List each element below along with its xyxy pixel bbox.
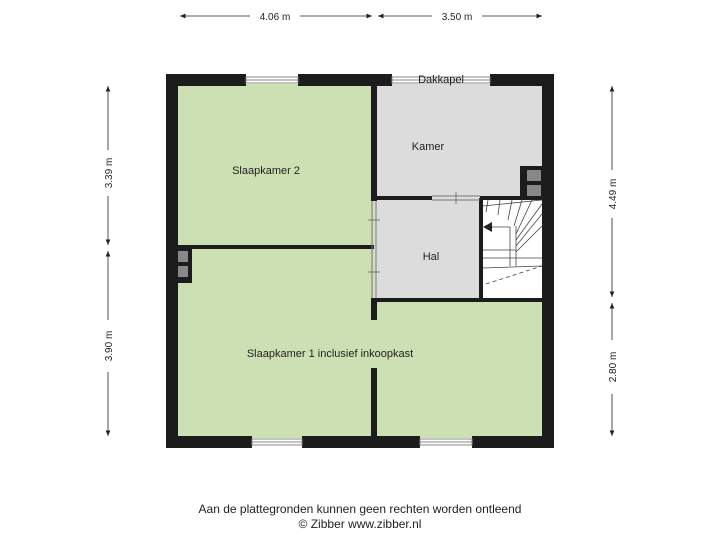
stairs xyxy=(482,199,543,285)
exterior-walls xyxy=(166,74,554,448)
room-slaapkamer-1 xyxy=(176,247,374,438)
floor-plan: Slaapkamer 2 Kamer Hal Slaapkamer 1 incl… xyxy=(104,12,619,448)
label-slaapkamer-1: Slaapkamer 1 inclusief inkoopkast xyxy=(247,348,413,360)
room-hal xyxy=(374,198,482,302)
dim-top-left: 4.06 m xyxy=(260,12,291,23)
room-slaapkamer-2 xyxy=(176,84,374,247)
label-dakkapel: Dakkapel xyxy=(418,74,464,86)
dim-left-top: 3.39 m xyxy=(104,158,115,189)
dim-top-right: 3.50 m xyxy=(442,12,473,23)
doors xyxy=(368,192,480,298)
disclaimer-text: Aan de plattegronden kunnen geen rechten… xyxy=(198,502,522,516)
dim-right-bottom: 2.80 m xyxy=(608,352,619,383)
ducts xyxy=(176,166,544,283)
dimension-lines xyxy=(105,13,615,436)
copyright-text: © Zibber www.zibber.nl xyxy=(298,517,422,531)
label-slaapkamer-2: Slaapkamer 2 xyxy=(232,165,300,177)
windows xyxy=(245,76,491,446)
dim-right-top: 4.49 m xyxy=(608,179,619,210)
room-slaapkamer-1-right xyxy=(374,302,544,438)
label-kamer: Kamer xyxy=(412,141,445,153)
label-hal: Hal xyxy=(423,251,440,263)
dim-left-bottom: 3.90 m xyxy=(104,331,115,362)
interior-walls xyxy=(176,84,544,438)
room-kamer xyxy=(374,84,544,198)
